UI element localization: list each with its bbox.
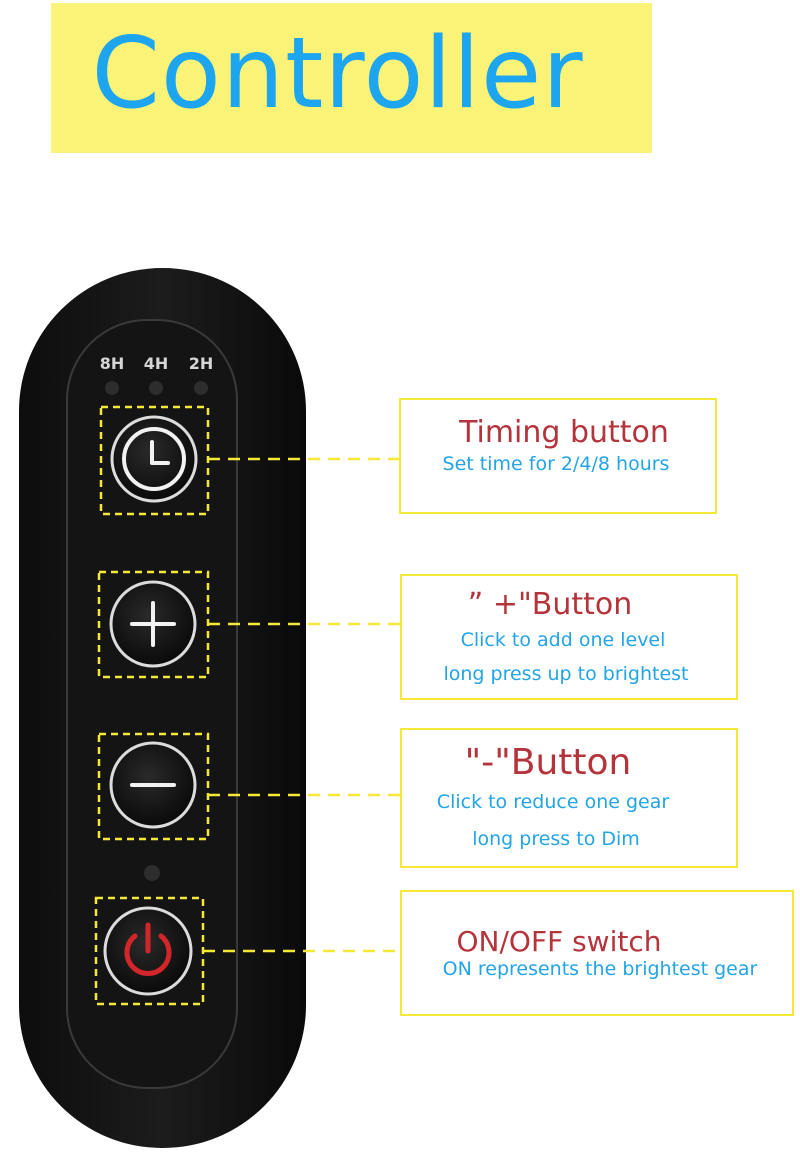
plus-icon <box>130 601 176 647</box>
clock-icon <box>122 427 186 491</box>
led-2h <box>194 381 208 395</box>
page-title: Controller <box>91 17 584 131</box>
callout-minus-title: "-"Button <box>464 742 632 783</box>
callout-plus-line-2: long press up to brightest <box>443 663 689 686</box>
led-8h <box>105 381 119 395</box>
callout-timing: Timing button Set time for 2/4/8 hours <box>399 398 717 514</box>
callout-power-line-1: ON represents the brightest gear <box>442 958 758 981</box>
callout-plus: ” +"Button Click to add one level long p… <box>400 574 738 700</box>
minus-button[interactable] <box>109 741 197 829</box>
timer-label-2h: 2H <box>189 354 214 373</box>
callout-minus-line-1: Click to reduce one gear <box>436 791 670 814</box>
callout-timing-title: Timing button <box>459 415 669 450</box>
plus-button[interactable] <box>109 580 197 668</box>
callout-power: ON/OFF switch ON represents the brightes… <box>400 890 794 1016</box>
callout-power-title: ON/OFF switch <box>456 925 662 958</box>
power-icon <box>124 922 172 976</box>
callout-minus-line-2: long press to Dim <box>472 828 640 851</box>
timing-highlight-box <box>99 405 210 516</box>
callout-plus-title: ” +"Button <box>467 587 633 622</box>
header-banner: Controller <box>51 3 652 153</box>
timing-button[interactable] <box>110 415 198 503</box>
callout-plus-line-1: Click to add one level <box>460 628 666 651</box>
remote-panel <box>66 319 238 1089</box>
timer-label-8h: 8H <box>100 354 125 373</box>
callout-minus: "-"Button Click to reduce one gear long … <box>400 728 738 868</box>
callout-timing-line-1: Set time for 2/4/8 hours <box>442 452 670 475</box>
power-button[interactable] <box>103 906 193 996</box>
led-4h <box>149 381 163 395</box>
minus-highlight-box <box>97 732 210 841</box>
timer-label-4h: 4H <box>144 354 169 373</box>
led-power <box>144 865 160 881</box>
